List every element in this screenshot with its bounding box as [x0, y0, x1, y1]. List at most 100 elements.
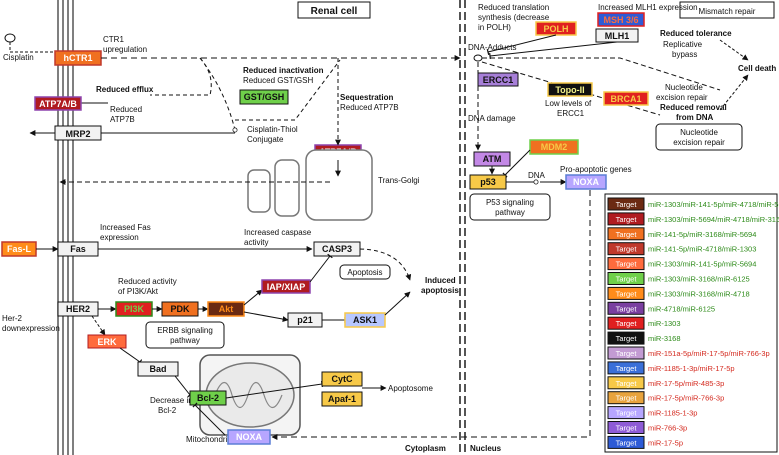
- reduced-inactivation-2: Reduced GST/GSH: [243, 76, 313, 85]
- mrp2-node: [54, 125, 102, 141]
- legend-target-label: Target: [616, 438, 638, 447]
- reduced-translation-1: Reduced translation: [478, 3, 549, 12]
- mitochondrion-label: Mitochondrion: [186, 435, 236, 444]
- increased-caspase-2: activity: [244, 238, 268, 247]
- legend-swatch: [607, 346, 645, 360]
- legend-target-label: Target: [616, 334, 638, 343]
- atp7ab-left-node: [34, 96, 82, 111]
- reduced-translation-2: synthesis (decrease: [478, 13, 550, 22]
- reduced-efflux-label: Reduced efflux: [96, 85, 154, 94]
- casp3-label: CASP3: [322, 244, 352, 254]
- dna-damage-label: DNA damage: [468, 114, 516, 123]
- legend-mirna-text: miR-1303/miR-141-5p/miR-4718/miR-5694: [648, 200, 779, 209]
- legend-mirna-text: miR-17-5p/miR-766-3p: [648, 394, 724, 403]
- legend-target-label: Target: [616, 319, 638, 328]
- legend-target-label: Target: [616, 200, 638, 209]
- legend-target-label: Target: [616, 230, 638, 239]
- induced-apoptosis-2: apoptosis: [421, 286, 459, 295]
- mdm2-label: MDM2: [541, 142, 568, 152]
- trans-golgi: [247, 149, 373, 221]
- erbb-pathway-box: [145, 321, 225, 349]
- mrp2-label: MRP2: [65, 129, 90, 139]
- ask1-label: ASK1: [353, 315, 377, 325]
- legend-swatch: [607, 272, 645, 285]
- legend-mirna-text: miR-141-5p/miR-4718/miR-1303: [648, 245, 756, 254]
- erk-node: [87, 334, 127, 349]
- noxa-bottom-node: [227, 429, 271, 445]
- increased-fas-2: expression: [100, 233, 139, 242]
- akt-node: [207, 301, 245, 317]
- renal-cell-title: Renal cell: [311, 6, 358, 17]
- legend-swatch: [607, 376, 645, 390]
- induced-apoptosis-1: Induced: [425, 276, 456, 285]
- erbb-1: ERBB signaling: [157, 326, 213, 335]
- fas-label: Fas: [70, 244, 86, 254]
- gst-gsh-node: [239, 89, 289, 105]
- mismatch-repair-label: Mismatch repair: [699, 7, 756, 16]
- legend-target-label: Target: [616, 379, 638, 388]
- ctr1-upregulation-2: upregulation: [103, 45, 147, 54]
- legend-swatch: [607, 227, 645, 241]
- msh36-node: [597, 12, 645, 27]
- iap-xiap-label: IAP/XIAP: [267, 282, 306, 292]
- atp7ab-left-label: ATP7A/B: [39, 99, 77, 109]
- legend-target-label: Target: [616, 394, 638, 403]
- reduced-atp7b-1: Reduced: [110, 105, 142, 114]
- reduced-removal-2: from DNA: [676, 113, 714, 122]
- legend-mirna-text: miR-1303/miR-3168/miR-6125: [648, 275, 750, 284]
- legend-swatch: [607, 421, 645, 434]
- reduced-tolerance-label: Reduced tolerance: [660, 29, 732, 38]
- p53-pathway-1: P53 signaling: [486, 198, 534, 207]
- legend-target-label: Target: [616, 409, 638, 418]
- p53-label: p53: [480, 177, 496, 187]
- legend-swatch: [607, 257, 645, 271]
- legend-mirna-text: miR-17-5p: [648, 438, 683, 447]
- mdm2-node: [529, 139, 579, 155]
- legend-mirna-text: miR-4718/miR-6125: [648, 304, 715, 313]
- cisplatin-label: Cisplatin: [3, 53, 34, 62]
- decrease-bcl2-2: Bcl-2: [158, 406, 177, 415]
- apoptosis-box: [339, 264, 391, 280]
- noxa-right-node: [565, 174, 607, 190]
- legend-swatch: [607, 242, 645, 256]
- ner-box-2: excision repair: [673, 138, 725, 147]
- legend-mirna-text: miR-1185-1-3p/miR-17-5p: [648, 364, 735, 373]
- decrease-bcl2-1: Decrease in: [150, 396, 193, 405]
- legend-target-label: Target: [616, 349, 638, 358]
- pdk-label: PDK: [170, 304, 190, 314]
- iap-xiap-node: [261, 279, 311, 294]
- legend-swatch: [607, 197, 645, 211]
- legend-target-label: Target: [616, 215, 638, 224]
- dna-label: DNA: [528, 171, 546, 180]
- her2-down-2: downexpression: [2, 324, 60, 333]
- legend-swatch: [607, 212, 645, 226]
- apoptosis-label: Apoptosis: [347, 268, 382, 277]
- p53-pathway-2: pathway: [495, 208, 525, 217]
- legend-swatch: [607, 331, 645, 345]
- apaf1-label: Apaf-1: [328, 394, 356, 404]
- fas-l-label: Fas-L: [7, 244, 32, 254]
- apoptosome-label: Apoptosome: [388, 384, 433, 393]
- msh36-label: MSH 3/6: [603, 15, 638, 25]
- legend-mirna-text: miR-766-3p: [648, 424, 687, 433]
- renal-cell-title-box: [297, 1, 371, 19]
- erbb-2: pathway: [170, 336, 200, 345]
- her2-label: HER2: [66, 304, 90, 314]
- legend-mirna-text: miR-1303: [648, 319, 681, 328]
- legend-mirna-text: miR-1303/miR-141-5p/miR-5694: [648, 260, 756, 269]
- ner-1: Nucleotide: [665, 83, 703, 92]
- reduced-removal-1: Reduced removal: [660, 103, 727, 112]
- cisplatin-molecule: [4, 33, 16, 43]
- apaf1-node: [321, 391, 363, 407]
- topo2-node: [547, 82, 593, 97]
- ask1-node: [344, 312, 386, 328]
- gst-gsh-label: GST/GSH: [244, 92, 285, 102]
- legend-swatch: [607, 286, 645, 300]
- bad-label: Bad: [149, 364, 166, 374]
- reduced-inactivation-1: Reduced inactivation: [243, 66, 324, 75]
- legend-mirna-text: miR-1185-1-3p: [648, 409, 697, 418]
- reduced-translation-3: in POLH): [478, 23, 511, 32]
- topo2-label: Topo-II: [555, 85, 584, 95]
- cell-membrane: [57, 0, 74, 455]
